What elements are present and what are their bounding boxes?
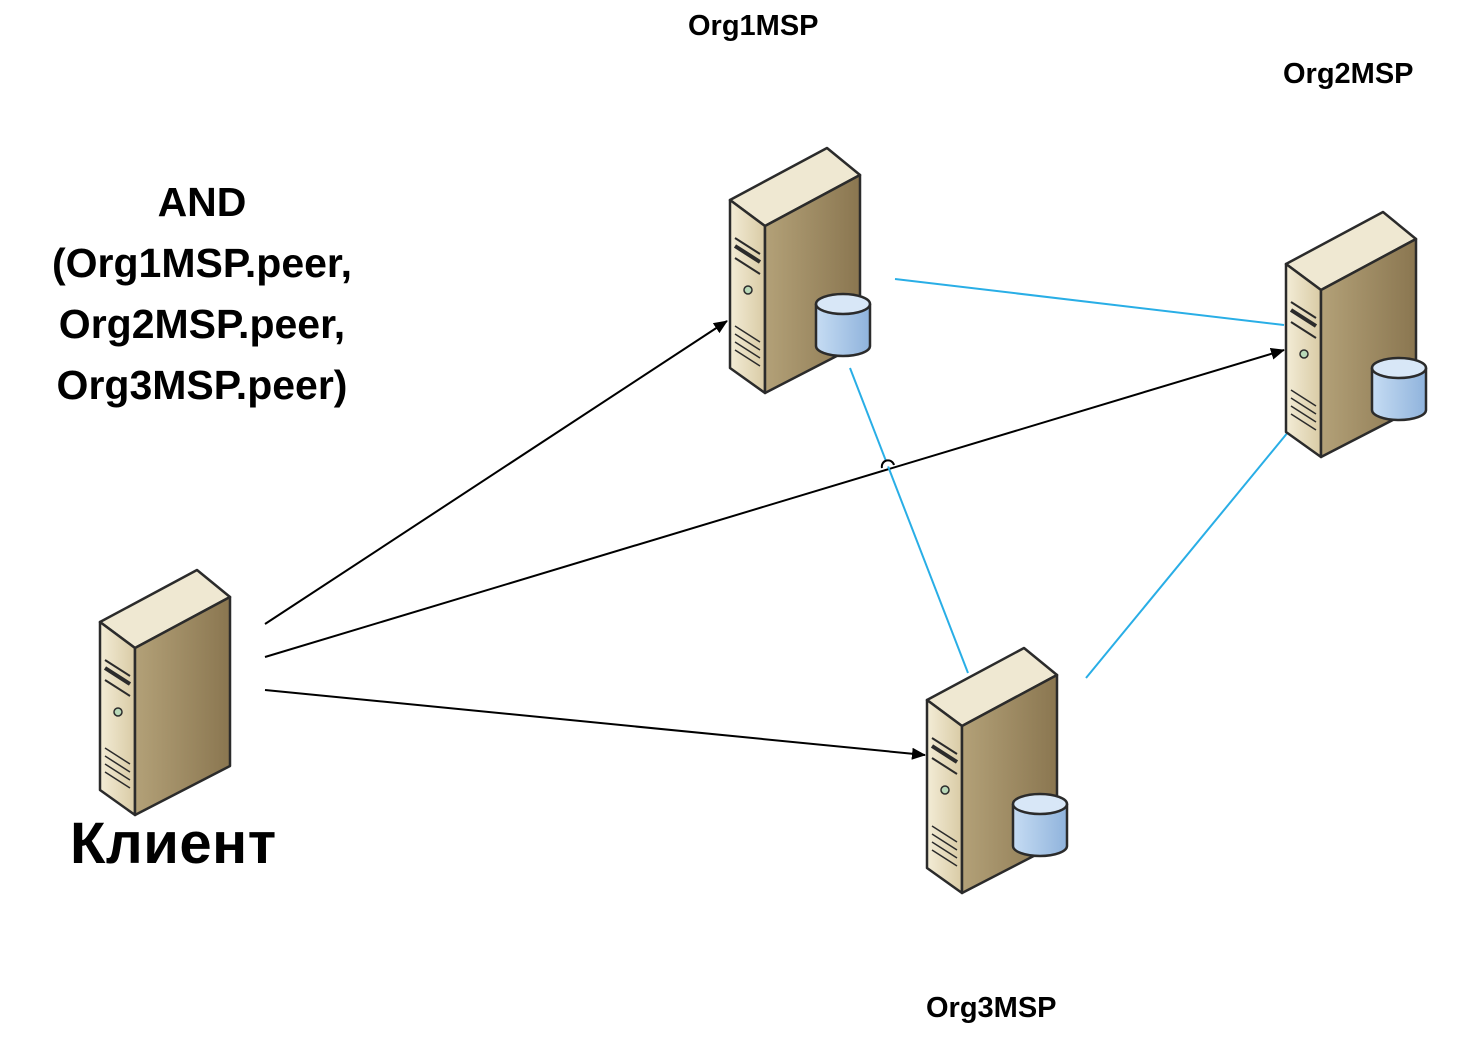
org3-database-icon <box>1011 792 1069 858</box>
org3-label: Org3MSP <box>926 992 1057 1024</box>
edges-layer <box>264 278 1299 760</box>
policy-line: Org2MSP.peer, <box>58 301 346 347</box>
org2-server-icon <box>1284 210 1428 459</box>
policy-line: Org3MSP.peer) <box>56 362 348 408</box>
policy-line: (Org1MSP.peer, <box>51 240 353 286</box>
link-org1-org2 <box>894 278 1285 326</box>
policy-line: AND <box>157 179 247 225</box>
line-jump <box>880 459 895 469</box>
org2-database-icon <box>1370 356 1428 422</box>
link-org2-org3 <box>1085 419 1299 679</box>
org1-server-icon <box>728 146 872 395</box>
arrow-client-org1 <box>264 320 728 625</box>
org1-database-icon <box>814 292 872 358</box>
arrow-client-org3 <box>264 689 926 760</box>
org2-label: Org2MSP <box>1283 58 1414 90</box>
org3-server-icon <box>925 646 1069 895</box>
client-label: Клиент <box>70 811 277 876</box>
client-server-icon <box>98 568 232 817</box>
arrow-client-org2 <box>264 348 1285 658</box>
org1-label: Org1MSP <box>688 10 819 42</box>
link-org1-org3 <box>849 367 969 674</box>
endorsement-policy: AND (Org1MSP.peer, Org2MSP.peer, Org3MSP… <box>0 172 404 416</box>
